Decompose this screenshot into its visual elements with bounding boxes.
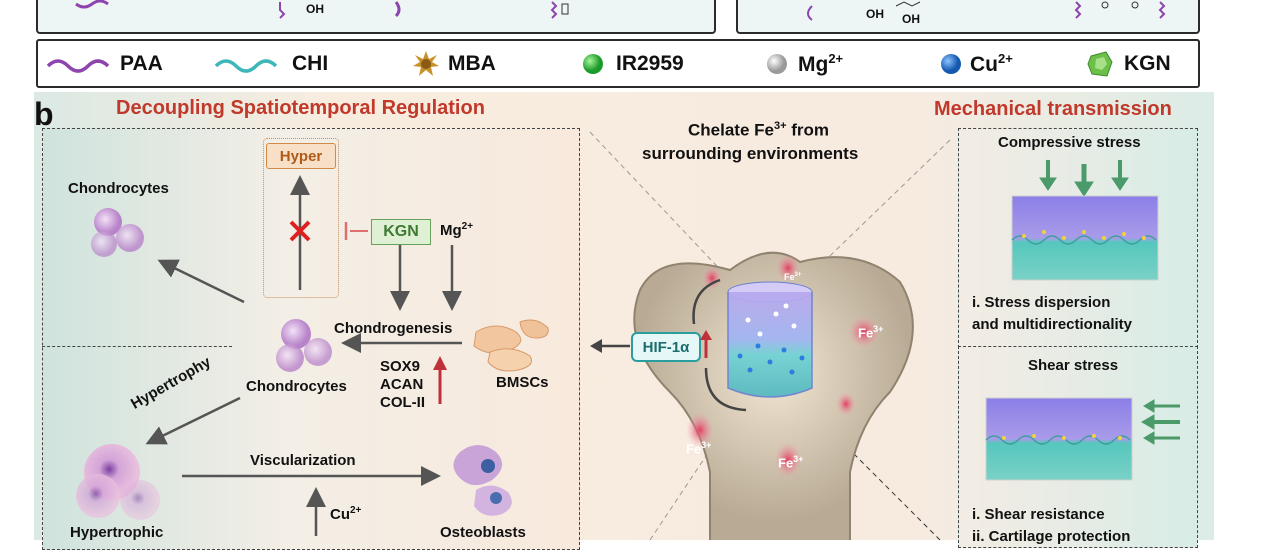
chondrocytes-mid-label: Chondrocytes <box>246 378 347 395</box>
chondrocyte-cell <box>304 338 332 366</box>
panel-a-molecule-fragments <box>75 0 1166 21</box>
chondrocyte-cell <box>94 208 122 236</box>
acan-label: ACAN <box>380 376 424 393</box>
oh-label: OH <box>902 12 920 26</box>
shear-resistance-line1: i. Shear resistance <box>972 506 1105 523</box>
mg-label: Mg2+ <box>440 221 474 239</box>
legend-item-kgn: KGN <box>1086 41 1171 86</box>
fe-label: Fe3+ <box>858 324 884 341</box>
bmsc-cell <box>473 325 522 354</box>
fe-label: Fe3+ <box>784 272 802 282</box>
panel-a-right-box <box>736 0 1200 34</box>
fe-label: Fe3+ <box>686 440 712 457</box>
x-block-icon <box>289 220 311 242</box>
osteoblasts-label: Osteoblasts <box>440 524 526 541</box>
legend-item-mba: MBA <box>412 41 496 86</box>
bone-illustration <box>589 131 951 540</box>
chondrocyte-cell <box>91 231 117 257</box>
white-sphere-icon <box>767 53 787 74</box>
hyper-pathway-box <box>263 138 339 298</box>
hif-arrows <box>590 330 712 358</box>
left-panel-arrows <box>76 175 549 536</box>
left-section-title: Decoupling Spatiotemporal Regulation <box>116 97 485 119</box>
stress-dispersion-line1: i. Stress dispersion <box>972 294 1111 311</box>
panel-letter: b <box>34 96 54 132</box>
chondrocyte-cell <box>276 344 304 372</box>
right-section-title: Mechanical transmission <box>934 98 1172 120</box>
col2-label: COL-II <box>380 394 425 411</box>
legend-item-paa: PAA <box>46 41 163 86</box>
osteoblast-cell <box>453 445 503 486</box>
oh-label: OH <box>866 7 884 21</box>
fe-label: Fe3+ <box>778 454 804 471</box>
hypertrophic-cell <box>76 474 120 518</box>
green-sphere-icon <box>583 53 603 74</box>
chelate-text-line1: Chelate Fe3+ from <box>688 120 830 140</box>
leftward-arrow-icon <box>1141 399 1180 445</box>
left-panel-divider <box>42 346 232 347</box>
blue-sphere-icon <box>941 53 961 74</box>
viscularization-label: Viscularization <box>250 452 356 469</box>
bmscs-label: BMSCs <box>496 374 549 391</box>
chondrocyte-cell <box>116 224 144 252</box>
hyper-label: Hyper <box>266 143 336 169</box>
green-crystal-icon <box>1087 50 1113 77</box>
chondrocyte-cell <box>281 319 311 349</box>
legend-item-cu: Cu2+ <box>940 41 1013 86</box>
legend-bar: PAA CHI MBA IR2959 Mg2+ Cu2+ <box>36 39 1200 88</box>
chelate-text-line2: surrounding environments <box>642 144 859 163</box>
cu-label: Cu2+ <box>330 505 362 523</box>
bmsc-cell <box>487 348 532 372</box>
shear-stress-title: Shear stress <box>1028 357 1119 374</box>
hypertrophic-label: Hypertrophic <box>70 524 164 541</box>
shear-resistance-line2: ii. Cartilage protection <box>972 528 1131 545</box>
chondrogenesis-label: Chondrogenesis <box>334 320 453 337</box>
shear-illustration <box>985 397 1180 481</box>
hypertrophic-cell <box>120 480 160 520</box>
sox9-label: SOX9 <box>380 358 421 375</box>
starburst-icon <box>413 50 439 76</box>
legend-item-ir2959: IR2959 <box>582 41 684 86</box>
hif-1a-box: HIF-1α <box>631 332 701 362</box>
oh-label: OH <box>306 2 324 16</box>
compressive-stress-title: Compressive stress <box>998 134 1141 151</box>
legend-item-chi: CHI <box>214 41 328 86</box>
panel-a-left-box <box>36 0 716 34</box>
stress-dispersion-line2: and multidirectionality <box>972 316 1133 333</box>
purple-wave-icon <box>46 58 110 73</box>
teal-wave-icon <box>214 58 278 73</box>
chondrocytes-top-label: Chondrocytes <box>68 180 169 197</box>
bmsc-cell <box>519 319 549 339</box>
downward-arrow-icon <box>1039 160 1129 197</box>
compression-illustration <box>1011 160 1159 281</box>
kgn-box: KGN <box>371 219 431 245</box>
legend-item-mg: Mg2+ <box>766 41 843 86</box>
